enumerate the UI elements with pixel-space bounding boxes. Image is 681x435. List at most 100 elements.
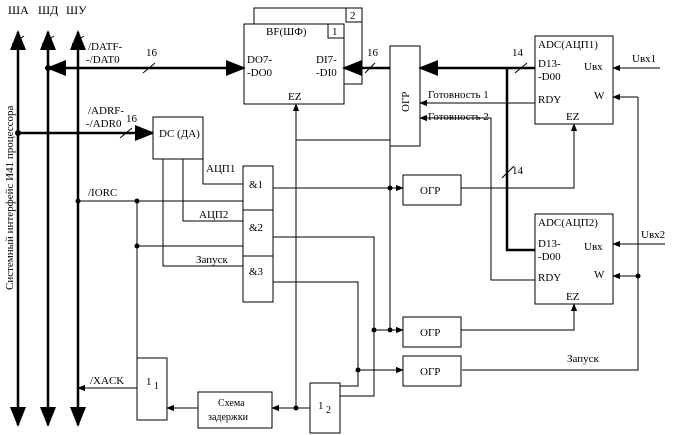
iorc-label: /IORC bbox=[88, 187, 117, 199]
adc1-rdy-label: RDY bbox=[538, 94, 561, 106]
and-gates-box bbox=[242, 165, 274, 303]
adc1-title: ADC(АЦП1) bbox=[538, 39, 598, 51]
start-right-junction bbox=[635, 273, 641, 279]
bus-shd-slash bbox=[41, 35, 55, 45]
bf-in-label-1: DO7- bbox=[247, 54, 272, 66]
ready2-label: Готовность 2 bbox=[428, 111, 489, 123]
adc1-block: ADC(АЦП1) D13- -D00 Uвх RDY W EZ bbox=[534, 35, 614, 125]
or2-label: 1 bbox=[318, 400, 324, 412]
ready2-wire bbox=[419, 114, 535, 281]
datf-label-1: /DATF- bbox=[88, 41, 123, 53]
bf-out-width: 16 bbox=[367, 47, 379, 59]
adc1-box bbox=[534, 35, 614, 125]
bf-page2-label: 2 bbox=[350, 10, 356, 22]
bf-title: BF(ШФ) bbox=[266, 26, 307, 38]
delay-box bbox=[197, 391, 273, 429]
ready1-label: Готовность 1 bbox=[428, 89, 489, 101]
ogr2-box bbox=[402, 316, 462, 348]
adc1-w-label: W bbox=[594, 90, 605, 102]
bf-out-label-1: DI7- bbox=[316, 54, 337, 66]
ogr3-label: ОГР bbox=[420, 366, 440, 378]
adc1-bus-width: 14 bbox=[512, 47, 524, 59]
or2-block: 1 2 bbox=[309, 382, 341, 434]
bf-ez-wire bbox=[292, 103, 391, 188]
adc1-select-label: АЦП1 bbox=[206, 163, 235, 175]
system-interface-label: Системный интерфейс И41 процессора bbox=[4, 105, 16, 290]
adc2-w-label: W bbox=[594, 269, 605, 281]
ogr1-to-adc1-ez bbox=[461, 123, 578, 189]
adc1-ez-label: EZ bbox=[566, 111, 580, 123]
bf-page2-box bbox=[345, 7, 363, 23]
or2-box bbox=[309, 382, 341, 434]
ogr3-block: ОГР bbox=[402, 355, 462, 387]
ogr-big-block: ОГР bbox=[389, 45, 421, 147]
addr-bus-junction bbox=[15, 130, 21, 136]
ez-junction-2 bbox=[387, 327, 393, 333]
data-bus-junction bbox=[45, 65, 51, 71]
ogr2-block: ОГР bbox=[402, 316, 462, 348]
adc2-bus-slash bbox=[501, 165, 515, 179]
addr-bus-width: 16 bbox=[126, 113, 138, 125]
ogr2-label: ОГР bbox=[420, 327, 440, 339]
start-right-wire bbox=[462, 97, 639, 371]
adc1-d-label-2: -D00 bbox=[538, 71, 561, 83]
bus-shu-slash bbox=[71, 35, 85, 45]
delay-label-1: Схема bbox=[218, 398, 245, 409]
bf-page1-label: 1 bbox=[332, 26, 338, 38]
iorc-to-and2-wire bbox=[136, 201, 243, 247]
bus-shu-label: ШУ bbox=[66, 3, 87, 17]
delay-label-2: задержки bbox=[208, 412, 249, 423]
dc-to-and1-wire bbox=[202, 159, 243, 185]
or1-block: 1 1 bbox=[136, 357, 168, 421]
or1-box bbox=[136, 357, 168, 421]
or2-sub: 2 bbox=[326, 405, 331, 416]
adc2-uin-label: Uвх bbox=[584, 241, 603, 253]
system-buses: ША ШД ШУ Системный интерфейс И41 процесс… bbox=[4, 3, 87, 427]
addr-bus-slash bbox=[119, 127, 133, 139]
adc2-bus bbox=[505, 68, 535, 252]
bf-out-slash bbox=[364, 62, 376, 74]
and2-label: &2 bbox=[249, 222, 263, 234]
ogr-big-label: ОГР bbox=[400, 92, 412, 112]
datf-label-2: -/DAT0 bbox=[86, 54, 120, 66]
iorc-branch2-junction bbox=[134, 243, 140, 249]
ogr3-box bbox=[402, 355, 462, 387]
ogr1-block: ОГР bbox=[402, 174, 462, 206]
start-left-label: Запуск bbox=[196, 254, 229, 266]
iorc-junction bbox=[75, 198, 81, 204]
and3-out-wire bbox=[273, 281, 404, 374]
bf-block: 2 1 BF(ШФ) DO7- -DO0 DI7- -DI0 EZ bbox=[243, 7, 363, 105]
adc2-block: ADC(АЦП2) D13- -D00 Uвх RDY W EZ bbox=[534, 213, 614, 305]
and1-label: &1 bbox=[249, 179, 263, 191]
adc2-d-label-2: -D00 bbox=[538, 251, 561, 263]
dc-label: DC (ДА) bbox=[159, 128, 200, 140]
dc-block: DC (ДА) bbox=[152, 116, 204, 160]
adc2-select-label: АЦП2 bbox=[199, 209, 228, 221]
dc-to-and2-wire bbox=[182, 159, 243, 222]
and3-to-or2-wire bbox=[340, 370, 359, 387]
xack-label: /XACK bbox=[90, 375, 124, 387]
or1-sub: 1 bbox=[154, 381, 159, 392]
bf-ez-label: EZ bbox=[288, 91, 302, 103]
and2-to-or2-wire bbox=[340, 330, 375, 397]
ogr1-label: ОГР bbox=[420, 185, 440, 197]
bf-page1-box bbox=[327, 23, 345, 39]
data-bus-width: 16 bbox=[146, 47, 158, 59]
or1-label: 1 bbox=[146, 376, 152, 388]
uvx1-label: Uвх1 bbox=[632, 53, 656, 65]
adrf-label-1: /ADRF- bbox=[88, 105, 124, 117]
adc1-bus-slash bbox=[514, 62, 528, 74]
adc2-rdy-label: RDY bbox=[538, 272, 561, 284]
dc-to-and3-wire bbox=[162, 159, 243, 267]
and3-label: &3 bbox=[249, 266, 264, 278]
and2-out-wire bbox=[273, 236, 404, 334]
bf-in-label-2: -DO0 bbox=[247, 67, 273, 79]
bus-sha-slash bbox=[11, 35, 25, 45]
bf-out-label-2: -DI0 bbox=[316, 67, 337, 79]
ogr1-box bbox=[402, 174, 462, 206]
bus-sha-label: ША bbox=[8, 3, 29, 17]
delay-block: Схема задержки bbox=[197, 391, 273, 429]
bus-shd-label: ШД bbox=[38, 3, 58, 17]
adc2-bus-width: 14 bbox=[512, 165, 524, 177]
